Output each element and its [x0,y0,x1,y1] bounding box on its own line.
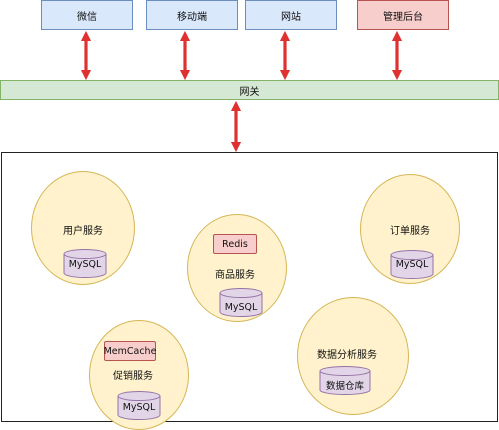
connector-arrows [80,30,403,153]
service-analytics-label: 数据分析服务 [317,350,377,361]
client-mobile: 移动端 [146,0,238,30]
client-admin-label: 管理后台 [383,11,423,23]
gateway-box: 网关 [0,80,499,100]
service-product-db-label: MySQL [224,302,258,313]
service-analytics [297,297,409,415]
promo-cache-label: MemCache [103,345,157,357]
database-icon [390,250,434,279]
client-wechat-label: 微信 [77,11,97,23]
database-icon [63,249,107,278]
service-product-label: 商品服务 [215,270,255,281]
service-user-db-label: MySQL [68,259,102,270]
database-icon [319,366,371,395]
product-cache-label: Redis [222,238,248,250]
product-cache-box: Redis [213,234,257,254]
database-icon [219,288,263,317]
service-promo-db-label: MySQL [122,402,156,413]
promo-cache-box: MemCache [104,341,156,361]
client-website-label: 网站 [281,11,301,23]
service-order-label: 订单服务 [390,226,430,237]
service-user-label: 用户服务 [63,226,103,237]
client-website: 网站 [245,0,337,30]
client-admin: 管理后台 [357,0,449,30]
gateway-label: 网关 [239,86,260,98]
service-order-db-label: MySQL [395,259,429,270]
client-mobile-label: 移动端 [177,11,207,23]
service-promo-label: 促销服务 [113,371,153,382]
service-analytics-db-label: 数据仓库 [325,381,365,392]
client-wechat: 微信 [41,0,133,30]
